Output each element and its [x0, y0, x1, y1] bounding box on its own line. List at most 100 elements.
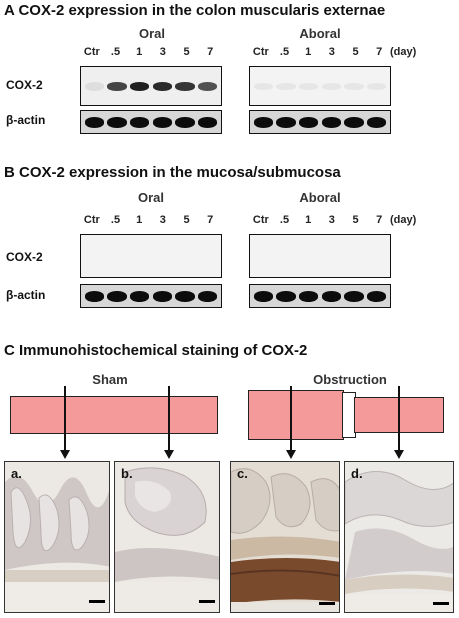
histology-a-illustration	[5, 462, 109, 612]
panel-a-actin-row-label: β-actin	[6, 113, 46, 127]
scale-bar	[199, 600, 215, 603]
sham-label: Sham	[92, 372, 128, 387]
lane-label: 7	[376, 46, 383, 58]
panel-a-aboral-lane-labels: Ctr .5 1 3 5 7	[249, 46, 391, 58]
histology-image-d: d.	[344, 461, 454, 613]
band	[129, 81, 150, 91]
image-b-label: b.	[121, 466, 133, 481]
lane-label: .5	[110, 214, 121, 226]
lane-label: 3	[328, 214, 335, 226]
band	[276, 116, 296, 128]
band	[366, 290, 387, 302]
panel-b-oral-label: Oral	[137, 190, 164, 205]
lane-label: .5	[279, 46, 290, 58]
panel-b-aboral-lane-labels: Ctr .5 1 3 5 7	[249, 214, 391, 226]
scale-bar	[319, 602, 335, 605]
panel-b-aboral-actin-blot	[249, 284, 391, 308]
lane-label: 5	[352, 214, 359, 226]
band	[84, 81, 105, 91]
lane-label: 3	[159, 46, 166, 58]
panel-c-title: C Immunohistochemical staining of COX-2	[4, 342, 308, 359]
panel-b-oral-actin-blot	[80, 284, 222, 308]
panel-b-aboral-label: Aboral	[299, 190, 341, 205]
arrow-c-icon	[286, 386, 296, 459]
lane-label: 3	[159, 214, 166, 226]
band	[344, 116, 364, 128]
band	[152, 81, 173, 91]
panel-b-actin-row-label: β-actin	[6, 288, 46, 302]
band	[344, 82, 364, 90]
band	[152, 290, 173, 302]
band	[129, 116, 150, 128]
band	[84, 116, 105, 128]
panel-a-oral-label: Oral	[138, 26, 165, 41]
band	[197, 116, 218, 128]
histology-image-c: c.	[230, 461, 340, 613]
panel-a-title: A COX-2 expression in the colon muscular…	[4, 2, 386, 19]
histology-d-illustration	[345, 462, 453, 612]
band	[321, 290, 342, 302]
image-d-label: d.	[351, 466, 363, 481]
panel-a-aboral-cox2-blot	[249, 66, 391, 106]
lane-label: 7	[376, 214, 383, 226]
panel-b-oral-cox2-blot	[80, 234, 222, 278]
panel-a-aboral-label: Aboral	[299, 26, 341, 41]
obstruction-label: Obstruction	[313, 372, 387, 387]
band	[253, 290, 274, 302]
panel-a-cox2-row-label: COX-2	[6, 78, 43, 92]
band	[366, 116, 387, 128]
band	[253, 82, 274, 90]
lane-label: Ctr	[252, 46, 269, 58]
lane-label: 7	[207, 214, 214, 226]
band	[298, 290, 319, 302]
band	[321, 116, 342, 128]
lane-label: 1	[305, 46, 312, 58]
lane-label: 1	[136, 46, 143, 58]
band	[276, 290, 296, 302]
lane-label: .5	[110, 46, 121, 58]
image-a-label: a.	[11, 466, 22, 481]
band	[107, 81, 127, 91]
lane-label: 3	[328, 46, 335, 58]
band	[298, 82, 319, 90]
lane-label: 1	[305, 214, 312, 226]
lane-label: Ctr	[252, 214, 269, 226]
lane-label: 5	[352, 46, 359, 58]
lane-label: 7	[207, 46, 214, 58]
obstruction-oral-colon-tube	[248, 390, 344, 440]
band	[197, 81, 218, 91]
band	[197, 290, 218, 302]
band	[152, 116, 173, 128]
band	[84, 290, 105, 302]
histology-c-illustration	[231, 462, 339, 612]
arrow-a-icon	[60, 386, 70, 459]
arrow-d-icon	[394, 386, 404, 459]
panel-b-title: B COX-2 expression in the mucosa/submuco…	[4, 164, 341, 181]
band	[253, 116, 274, 128]
band	[107, 116, 127, 128]
panel-a-aboral-actin-blot	[249, 110, 391, 134]
band	[175, 81, 195, 91]
histology-b-illustration	[115, 462, 219, 612]
panel-a-oral-actin-blot	[80, 110, 222, 134]
lane-label: 1	[136, 214, 143, 226]
lane-label: Ctr	[83, 214, 100, 226]
panel-b-unit-label: (day)	[390, 214, 417, 226]
panel-b-oral-lane-labels: Ctr .5 1 3 5 7	[80, 214, 222, 226]
band	[129, 290, 150, 302]
lane-label: 5	[183, 214, 190, 226]
lane-label: Ctr	[83, 46, 100, 58]
band	[276, 82, 296, 90]
scale-bar	[433, 602, 449, 605]
histology-image-a: a.	[4, 461, 110, 613]
image-c-label: c.	[237, 466, 248, 481]
scale-bar	[89, 600, 105, 603]
histology-image-b: b.	[114, 461, 220, 613]
band	[298, 116, 319, 128]
panel-a-unit-label: (day)	[390, 46, 417, 58]
arrow-b-icon	[164, 386, 174, 459]
panel-a-oral-cox2-blot	[80, 66, 222, 106]
panel-b-aboral-cox2-blot	[249, 234, 391, 278]
band	[107, 290, 127, 302]
band	[321, 82, 342, 90]
